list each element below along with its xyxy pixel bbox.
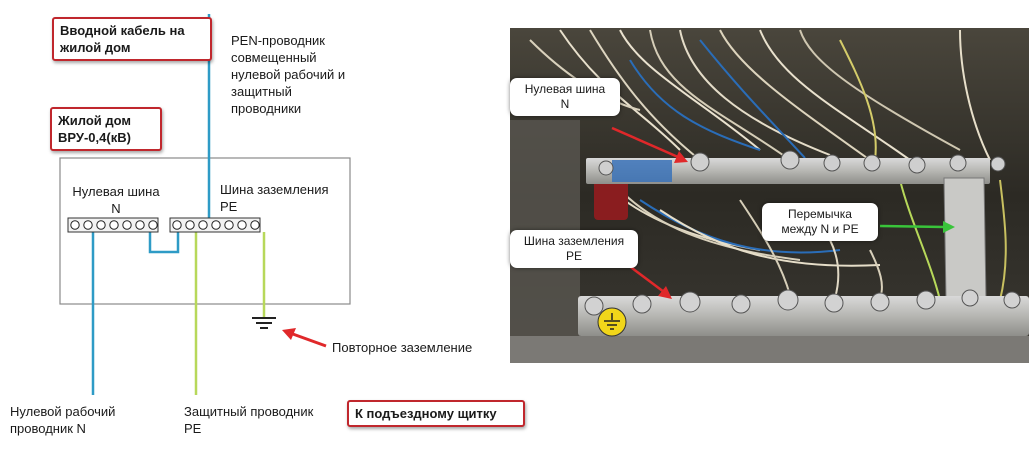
photo-neutral-label: Нулевая шина N [510, 78, 620, 116]
lower-bolts [584, 289, 1021, 316]
photo-neutral-bar [586, 158, 990, 184]
pe-bus-bar [169, 217, 261, 233]
bus-jumper [148, 232, 180, 254]
enclosure-frame [59, 157, 351, 305]
neutral-bus-label: Нулевая шина N [72, 184, 160, 216]
neutral-wire-label: Нулевой рабочий проводник N [10, 404, 116, 436]
photo-neutral-arrow [611, 126, 688, 163]
ground-sticker-icon [597, 307, 627, 337]
photo-jumper-label: Перемычка между N и PE [762, 203, 878, 241]
to-panel-box: К подъездному щитку [347, 400, 525, 427]
photo-pe-bar [578, 296, 1029, 336]
protective-wire-label: Защитный проводник PE [184, 404, 314, 436]
ground-bus-label: Шина заземления PE [220, 182, 329, 214]
pen-description: PEN-проводник совмещенный нулевой рабочи… [231, 33, 346, 116]
house-box: Жилой дом ВРУ-0,4(кВ) [50, 107, 162, 151]
upper-bolts [598, 150, 1006, 176]
incoming-cable-box: Вводной кабель на жилой дом [52, 17, 212, 61]
red-component [594, 180, 628, 220]
repeat-grounding-label: Повторное заземление [332, 340, 473, 355]
wiring-schematic [59, 14, 351, 395]
repeat-ground-arrow [282, 328, 327, 348]
photo-jumper-arrow [879, 221, 955, 233]
ground-symbol [252, 317, 276, 329]
photo-jumper [943, 177, 987, 301]
neutral-bus-bar [67, 217, 159, 233]
photo-pe-label: Шина заземления PE [510, 230, 638, 268]
